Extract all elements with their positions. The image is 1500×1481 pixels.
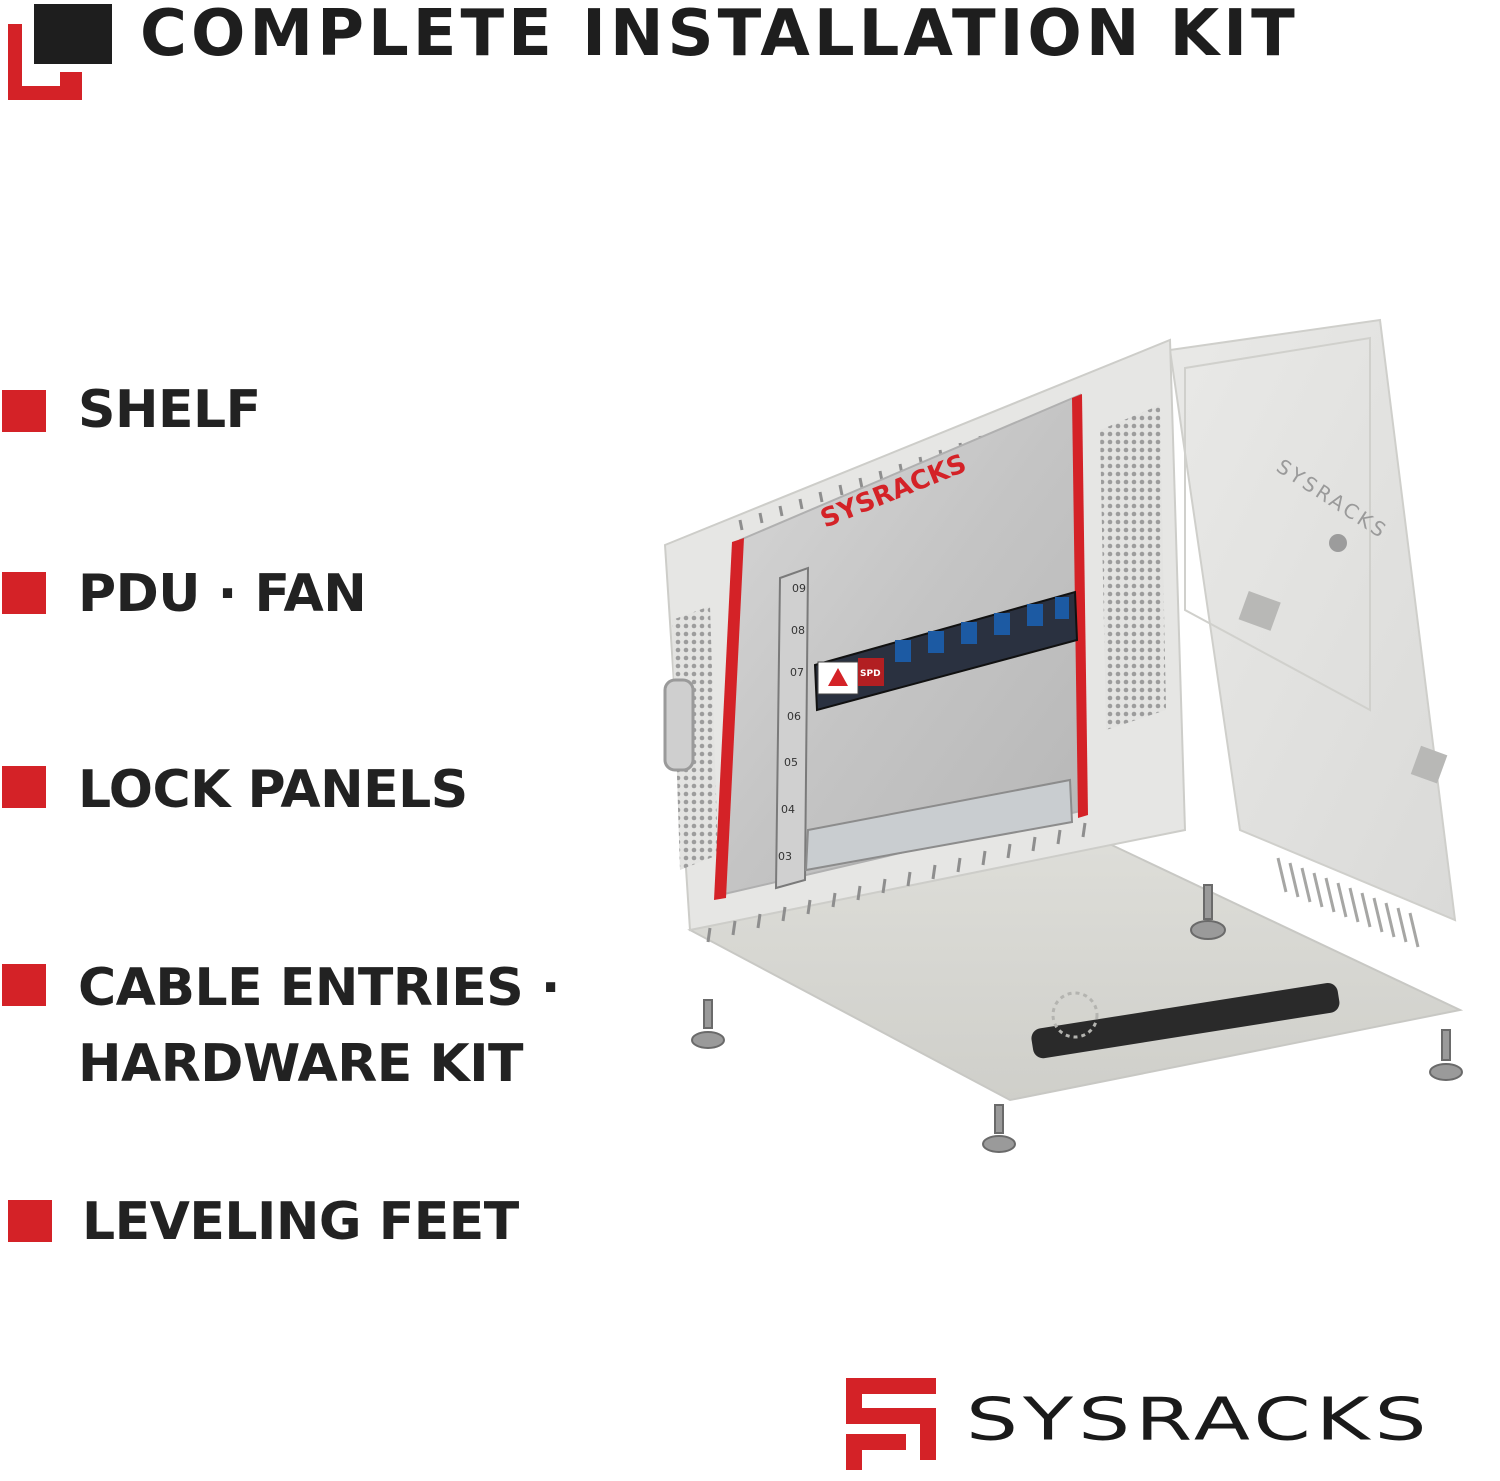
corner-logo-icon [8,4,112,100]
feature-list: SHELF PDU · FAN LOCK PANELS CABLE ENTRIE… [0,0,600,1300]
feature-label: PDU · FAN [78,564,367,624]
feature-label: LEVELING FEET [82,1192,519,1252]
bullet-square-icon [8,1200,52,1242]
feature-label: CABLE ENTRIES · [78,958,561,1018]
sysracks-logo-icon [846,1378,936,1470]
rack-unit-label: 09 [792,582,806,595]
brand-logo: SYSRACKS [836,1360,1476,1480]
feature-label-line2: HARDWARE KIT [78,1034,524,1094]
brand-name: SYSRACKS [966,1385,1432,1454]
page-title: COMPLETE INSTALLATION KIT [140,0,1299,71]
bullet-square-icon [2,766,46,808]
bullet-square-icon [2,572,46,614]
rack-unit-label: 08 [791,624,805,637]
rack-unit-label: 04 [781,803,795,816]
feature-label: LOCK PANELS [78,760,468,820]
rack-unit-label: 03 [778,850,792,863]
rack-unit-label: 05 [784,756,798,769]
bullet-square-icon [2,390,46,432]
bullet-square-icon [2,964,46,1006]
rack-unit-label: 06 [787,710,801,723]
pdu-label: SPD [860,669,881,679]
network-cabinet-image: SYSRACKS [663,318,1464,1153]
rack-unit-label: 07 [790,666,804,679]
feature-label: SHELF [78,380,261,440]
header: COMPLETE INSTALLATION KIT [0,0,1500,110]
